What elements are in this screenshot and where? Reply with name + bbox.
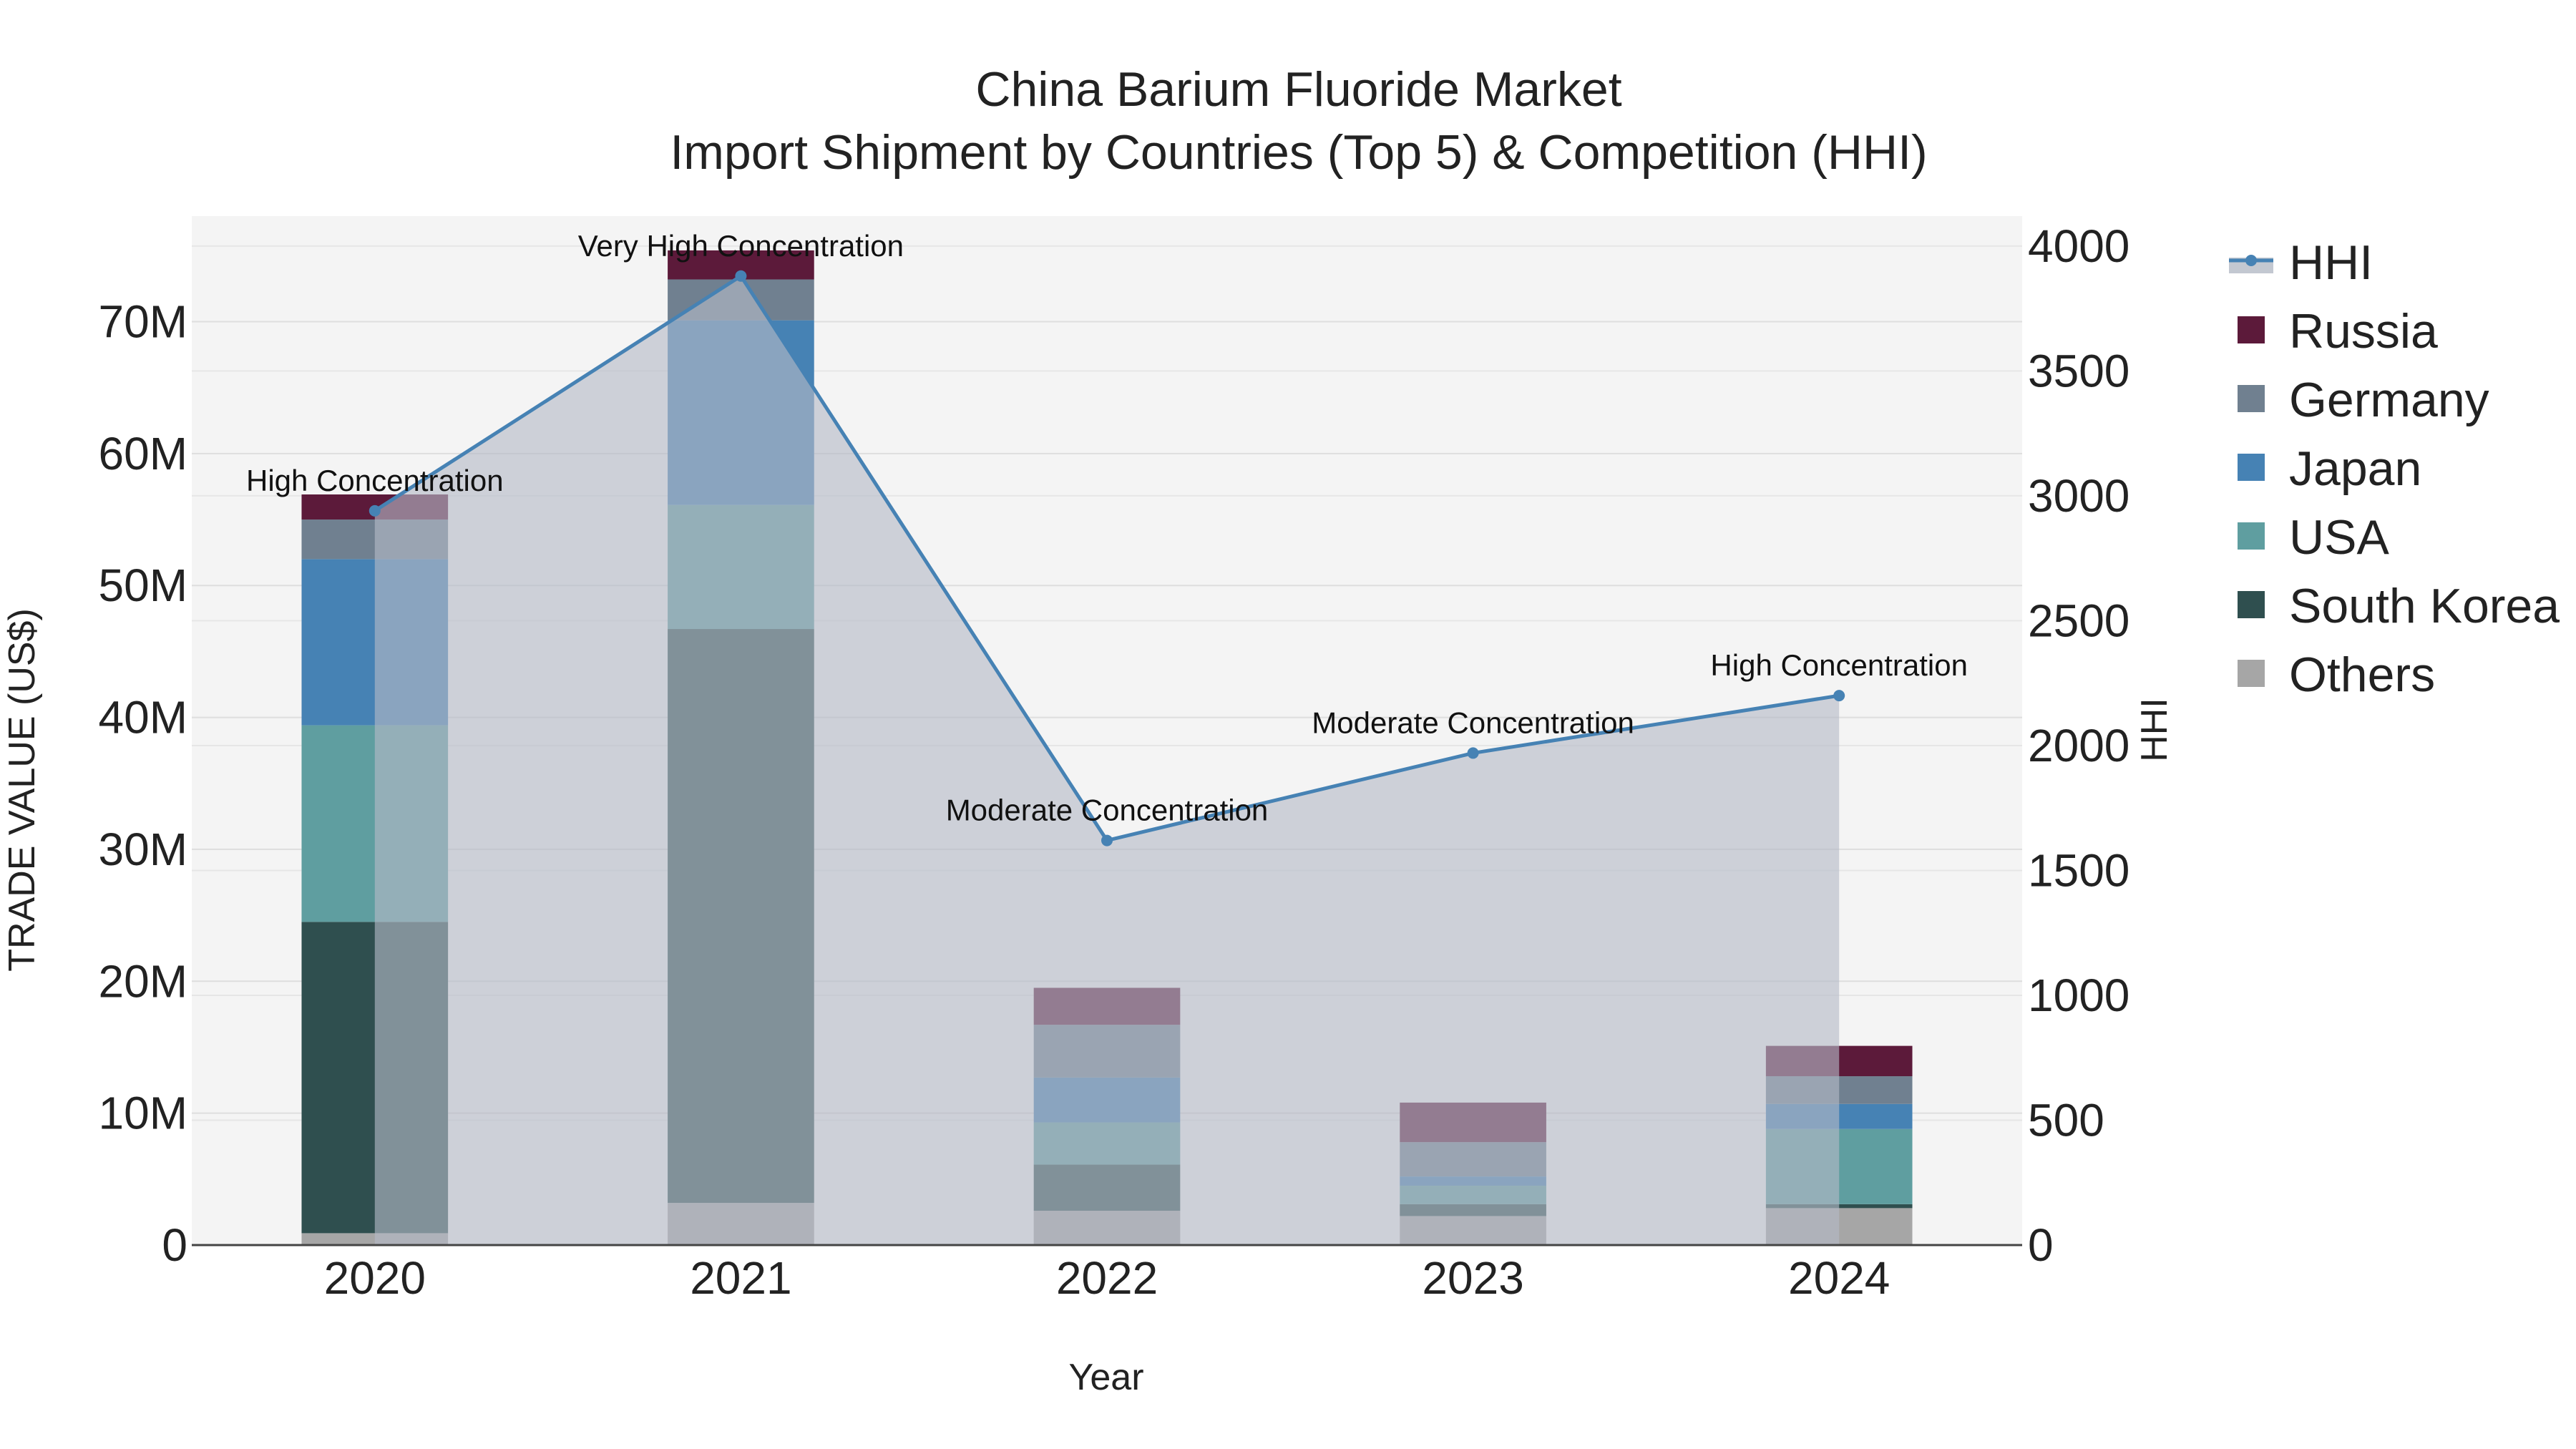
hhi-point-2024: [1833, 690, 1845, 702]
legend-item-japan: Japan: [2238, 441, 2421, 496]
y-tick-label: 40M: [99, 692, 188, 743]
legend-item-others: Others: [2238, 648, 2435, 702]
y2-tick-label: 2000: [2028, 720, 2129, 771]
legend-label: Germany: [2289, 373, 2489, 427]
legend-swatch: [2238, 385, 2265, 412]
legend-swatch: [2238, 454, 2265, 481]
y-tick-label: 0: [162, 1219, 187, 1271]
y2-tick-label: 500: [2028, 1094, 2104, 1146]
hhi-point-2021: [735, 270, 747, 282]
legend-label: Japan: [2289, 441, 2421, 496]
legend-item-germany: Germany: [2238, 373, 2489, 427]
y-tick-label: 50M: [99, 560, 188, 611]
y2-tick-label: 3000: [2028, 470, 2129, 522]
hhi-annotation: High Concentration: [1710, 648, 1968, 682]
y2-tick-label: 2500: [2028, 595, 2129, 646]
hhi-area: [374, 275, 1840, 1246]
y-tick-label: 70M: [99, 296, 188, 347]
legend-label: USA: [2289, 510, 2389, 565]
y-tick-label: 10M: [99, 1088, 188, 1139]
x-axis-title: Year: [1068, 1357, 1143, 1398]
x-tick-label: 2024: [1788, 1252, 1890, 1304]
legend-label: Russia: [2289, 304, 2438, 358]
x-tick-label: 2021: [690, 1252, 791, 1304]
legend-swatch: [2238, 591, 2265, 618]
legend-label-hhi: HHI: [2289, 235, 2373, 290]
hhi-point-2023: [1467, 747, 1479, 759]
legend-swatch: [2238, 660, 2265, 687]
hhi-annotation: High Concentration: [246, 464, 504, 497]
legend-label: South Korea: [2289, 579, 2560, 633]
y-tick-label: 60M: [99, 428, 188, 479]
y2-tick-label: 4000: [2028, 220, 2129, 272]
legend-label: Others: [2289, 648, 2435, 702]
y2-tick-label: 1000: [2028, 970, 2129, 1021]
legend-swatch: [2238, 316, 2265, 343]
hhi-point-2020: [369, 504, 381, 517]
hhi-point-2022: [1101, 834, 1113, 847]
x-tick-label: 2022: [1056, 1252, 1158, 1304]
y2-tick-label: 3500: [2028, 345, 2129, 396]
hhi-annotation: Very High Concentration: [578, 229, 904, 263]
chart-title: China Barium Fluoride Market: [975, 62, 1621, 117]
legend-item-hhi: HHI: [2229, 235, 2373, 290]
legend-item-russia: Russia: [2238, 304, 2438, 358]
x-tick-label: 2020: [324, 1252, 426, 1304]
y-axis-title: TRADE VALUE (US$): [1, 608, 43, 972]
hhi-annotation: Moderate Concentration: [946, 794, 1269, 827]
y2-tick-label: 1500: [2028, 844, 2129, 896]
legend-swatch-hhi-marker: [2245, 255, 2257, 266]
legend-swatch: [2238, 522, 2265, 550]
x-tick-label: 2023: [1422, 1252, 1523, 1304]
chart-subtitle: Import Shipment by Countries (Top 5) & C…: [670, 125, 1927, 180]
y2-axis-title: HHI: [2134, 698, 2175, 762]
y2-tick-label: 0: [2028, 1219, 2054, 1271]
hhi-annotation: Moderate Concentration: [1312, 706, 1634, 739]
y-tick-label: 20M: [99, 955, 188, 1007]
legend-item-usa: USA: [2238, 510, 2389, 565]
legend-item-south-korea: South Korea: [2238, 579, 2560, 633]
y-tick-label: 30M: [99, 824, 188, 875]
